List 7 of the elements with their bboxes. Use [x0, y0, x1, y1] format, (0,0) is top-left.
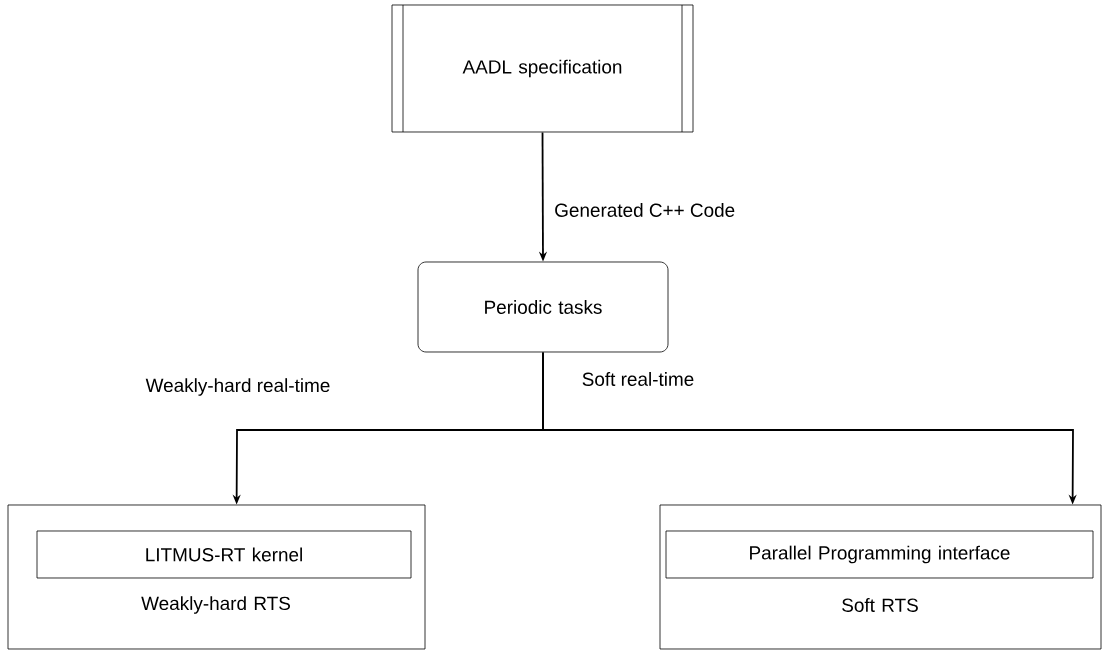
process-box: AADL specification [391, 4, 694, 133]
edge-label: Soft real-time [579, 370, 697, 388]
edge-label: Generated C++ Code [552, 201, 738, 219]
rounded-box: Periodic tasks [417, 261, 669, 353]
component-box: Parallel Programming interface [665, 530, 1094, 579]
component-box: LITMUS-RT kernel [36, 530, 412, 579]
edge-label: Weakly-hard real-time [143, 376, 333, 398]
